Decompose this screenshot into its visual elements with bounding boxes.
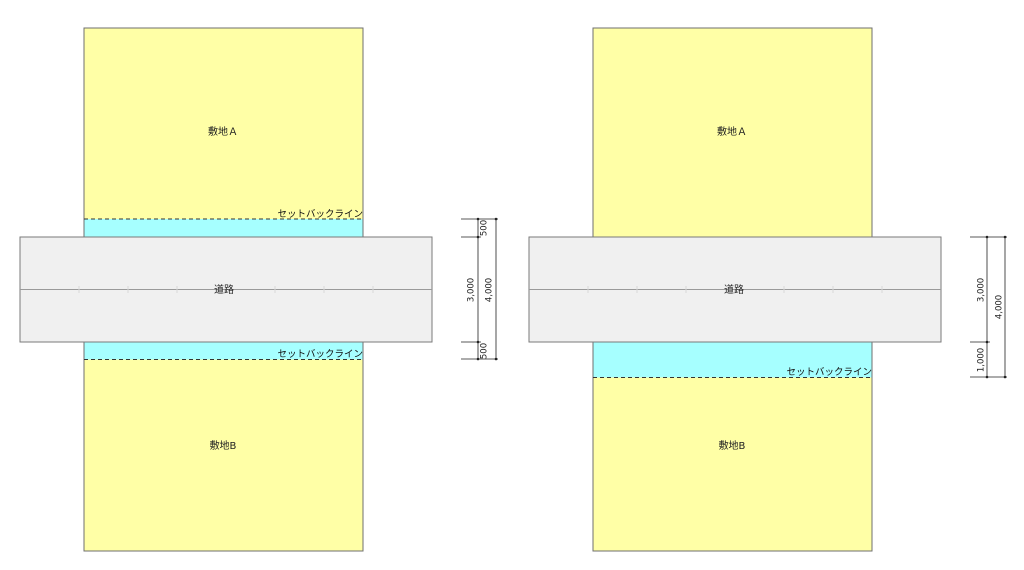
right-lot-a-label: 敷地Ａ: [717, 125, 747, 138]
left-lot-b-label: 敷地B: [210, 439, 237, 452]
left-dim-dot: [494, 357, 498, 361]
left-dim-dot: [476, 217, 480, 221]
right-dimensions: 3,000 4,000 1,000: [970, 235, 1007, 379]
right-dim-dot: [1003, 375, 1007, 379]
right-dim-road-width: 3,000: [977, 278, 987, 302]
left-setback-zone-top: [84, 219, 363, 237]
left-diagram: 敷地Ａ 道路 敷地B セットバックライン セットバックライン 500 3,000…: [19, 27, 498, 552]
left-setback-zone-bottom: [84, 342, 363, 360]
left-centerline-ticks: [78, 286, 374, 293]
left-dim-setback-top: 500: [480, 220, 490, 236]
right-dim-dot: [985, 235, 989, 239]
left-dim-dot: [494, 217, 498, 221]
left-lot-a: [83, 27, 364, 238]
right-centerline-ticks: [587, 286, 883, 293]
left-dim-dot: [476, 235, 480, 239]
right-dim-setback: 1,000: [977, 348, 987, 372]
right-lot-a: [592, 27, 873, 238]
left-dim-dot: [476, 357, 480, 361]
right-diagram: 敷地Ａ 道路 敷地B セットバックライン 3,000 4,000 1,000: [528, 27, 1007, 552]
right-road-label: 道路: [724, 283, 744, 296]
left-dim-setback-bottom: 500: [480, 343, 490, 359]
left-dim-total: 4,000: [485, 278, 495, 302]
left-lot-b: [83, 341, 364, 552]
right-lot-b-label: 敷地B: [719, 439, 746, 452]
right-dim-dot: [1003, 235, 1007, 239]
left-lot-a-label: 敷地Ａ: [208, 125, 238, 138]
left-dim-dot: [476, 340, 480, 344]
left-setback-label-top: セットバックライン: [277, 209, 363, 220]
left-road-label: 道路: [214, 283, 234, 296]
left-setback-label-bottom: セットバックライン: [277, 349, 363, 360]
left-dimensions: 500 3,000 4,000 500: [461, 217, 498, 361]
right-dim-dot: [985, 375, 989, 379]
right-dim-dot: [985, 340, 989, 344]
right-dim-total: 4,000: [995, 295, 1005, 319]
left-dim-road-width: 3,000: [467, 278, 477, 302]
right-setback-label: セットバックライン: [786, 367, 872, 378]
right-setback-zone: [593, 342, 872, 378]
